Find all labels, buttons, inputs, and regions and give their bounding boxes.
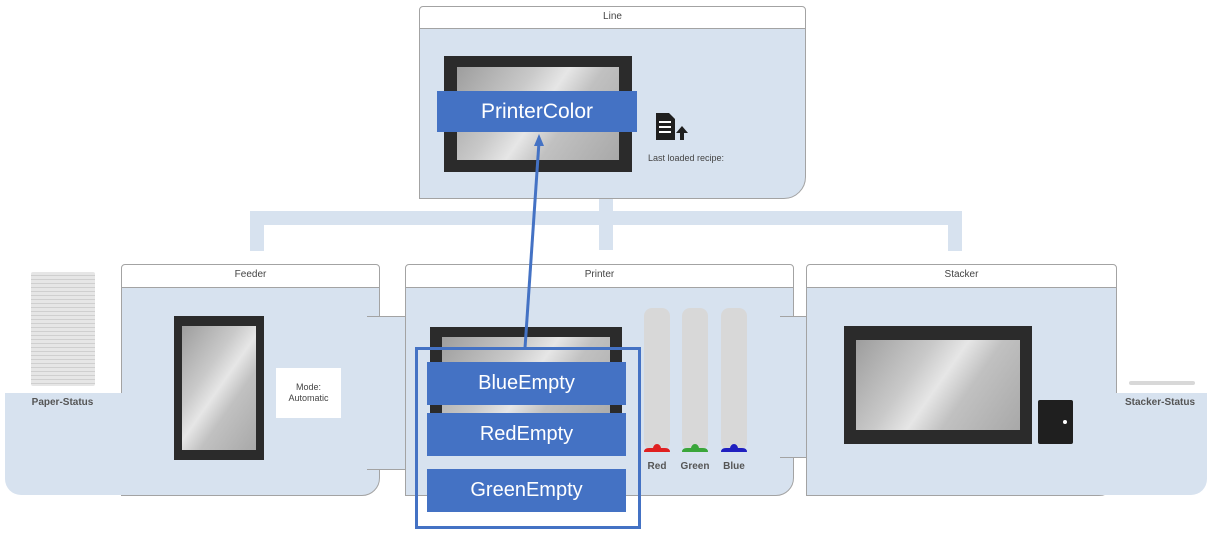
pipe-horizontal	[250, 211, 962, 225]
ink-level-red	[644, 439, 670, 452]
alarm-blue-empty[interactable]: BlueEmpty	[427, 362, 626, 405]
paper-status-box	[5, 393, 145, 495]
stacker-tray-icon	[1129, 381, 1195, 385]
paper-status-label: Paper-Status	[31, 397, 94, 408]
stacker-status-box	[1090, 393, 1207, 495]
door-icon[interactable]	[1038, 400, 1073, 444]
last-loaded-recipe-label: Last loaded recipe:	[648, 153, 725, 163]
document-upload-icon[interactable]	[655, 112, 689, 142]
ink-tube-green	[682, 308, 708, 450]
pipe-vertical-stacker	[948, 211, 962, 251]
feeder-mode-value: Automatic	[288, 393, 329, 403]
feeder-screen	[174, 316, 264, 460]
ink-tube-blue	[721, 308, 747, 450]
feeder-mode-box: Mode: Automatic	[276, 368, 341, 418]
line-machine-label[interactable]: PrinterColor	[437, 91, 637, 132]
ink-label-green: Green	[680, 461, 710, 472]
feeder-panel-title: Feeder	[121, 264, 380, 288]
stacker-panel-title: Stacker	[806, 264, 1117, 288]
alarm-red-empty[interactable]: RedEmpty	[427, 413, 626, 456]
feeder-mode-label: Mode:	[295, 382, 321, 392]
alarm-green-empty[interactable]: GreenEmpty	[427, 469, 626, 512]
pipe-vertical-feeder	[250, 211, 264, 251]
line-panel-title: Line	[419, 6, 806, 29]
ink-tube-red	[644, 308, 670, 450]
ink-label-blue: Blue	[723, 461, 745, 472]
stacker-status-label: Stacker-Status	[1124, 397, 1196, 408]
printer-alarm-group	[415, 347, 641, 529]
ink-level-green	[682, 439, 708, 452]
paper-stack-icon	[31, 272, 95, 386]
ink-label-red: Red	[647, 461, 667, 472]
printer-panel-title: Printer	[405, 264, 794, 288]
stacker-screen	[844, 326, 1032, 444]
ink-level-blue	[721, 439, 747, 452]
